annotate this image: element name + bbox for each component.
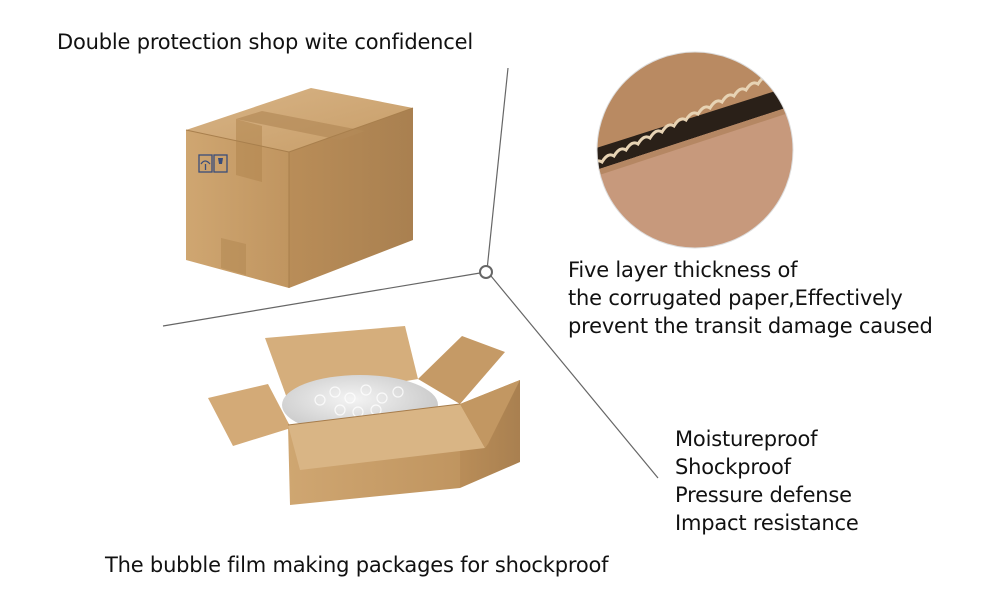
feature-shockproof: Shockproof (675, 455, 791, 479)
corrugated-closeup-image (597, 52, 793, 248)
connector-line-left (162, 272, 481, 327)
headline: Double protection shop wite confidencel (57, 30, 473, 54)
closed-box-image (185, 88, 414, 288)
connector-line-top (486, 67, 509, 271)
connector-line-right (490, 275, 659, 479)
open-box-image (208, 326, 520, 505)
bubble-caption: The bubble film making packages for shoc… (105, 553, 609, 577)
corrugated-line-2: the corrugated paper,Effectively (568, 286, 903, 310)
feature-list: Moistureproof Shockproof Pressure defens… (675, 425, 859, 537)
corrugated-description: Five layer thickness of the corrugated p… (568, 256, 933, 340)
corrugated-line-3: prevent the transit damage caused (568, 314, 933, 338)
connector-lines (162, 67, 659, 479)
feature-moistureproof: Moistureproof (675, 427, 818, 451)
connector-hub (479, 265, 493, 279)
corrugated-line-1: Five layer thickness of (568, 258, 798, 282)
feature-pressure-defense: Pressure defense (675, 483, 852, 507)
feature-impact-resistance: Impact resistance (675, 511, 859, 535)
